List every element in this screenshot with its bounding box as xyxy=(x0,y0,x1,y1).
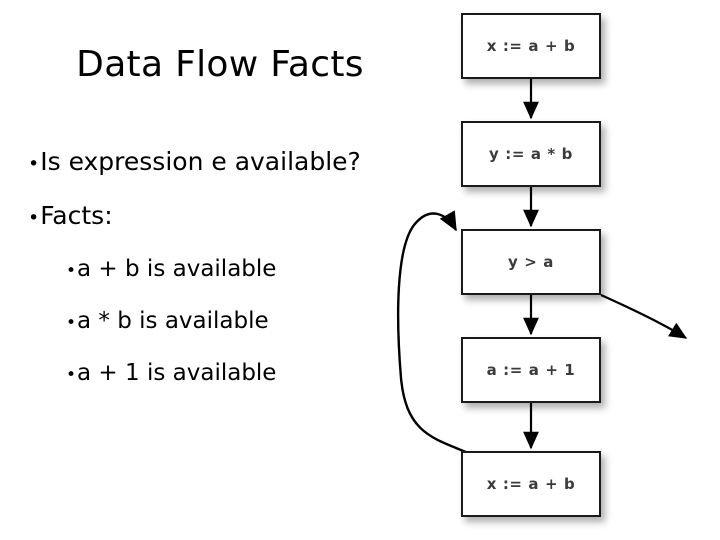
flow-node-assign-x[interactable]: x := a + b xyxy=(461,13,601,79)
flow-node-assign-x-loop[interactable]: x := a + b xyxy=(461,451,601,517)
bullet-dot-icon: • xyxy=(66,313,77,333)
list-item: • Is expression e available? xyxy=(28,136,448,190)
bullet-dot-icon: • xyxy=(28,207,40,229)
list-item-label: a + b is available xyxy=(77,256,277,282)
bullet-dot-icon: • xyxy=(28,153,40,175)
list-item: • Facts: xyxy=(28,190,448,244)
flow-node-increment-a[interactable]: a := a + 1 xyxy=(461,337,601,403)
flow-node-assign-y[interactable]: y := a * b xyxy=(461,121,601,187)
edge-node4-back-to-node2 xyxy=(396,210,467,454)
bullet-dot-icon: • xyxy=(66,365,77,385)
bullet-dot-icon: • xyxy=(66,261,77,281)
list-item-label: Facts: xyxy=(40,201,113,230)
list-item-label: a * b is available xyxy=(77,308,269,334)
bullet-list: • Is expression e available? • Facts: • … xyxy=(28,136,448,400)
list-item-label: Is expression e available? xyxy=(40,147,361,176)
flow-node-label: x := a + b xyxy=(486,475,576,493)
flow-node-condition[interactable]: y > a xyxy=(461,229,601,295)
flow-node-label: x := a + b xyxy=(486,37,576,55)
list-item-label: a + 1 is available xyxy=(77,360,277,386)
flow-node-label: y > a xyxy=(508,253,554,271)
flow-node-label: y := a * b xyxy=(489,145,573,163)
list-item: • a + 1 is available xyxy=(28,348,448,400)
flow-node-label: a := a + 1 xyxy=(486,361,576,379)
list-item: • a * b is available xyxy=(28,296,448,348)
edge-node2-exit xyxy=(600,293,688,339)
list-item: • a + b is available xyxy=(28,244,448,296)
page-title: Data Flow Facts xyxy=(76,44,364,85)
